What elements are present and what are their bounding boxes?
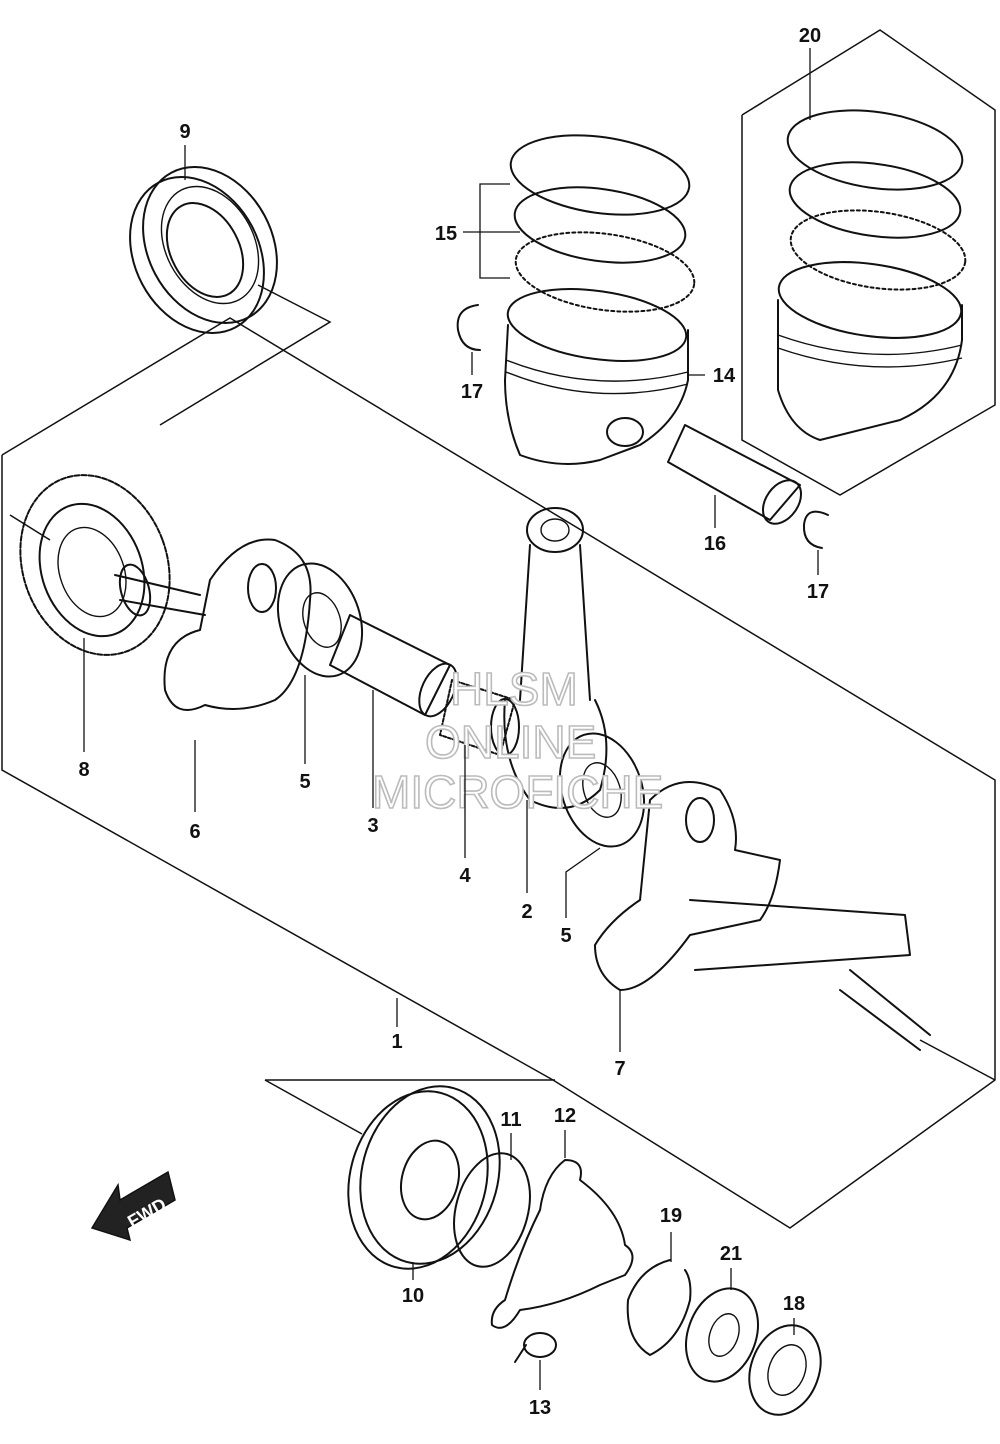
callout-14: 14 [713,365,736,387]
circlip-part-19 [626,1259,692,1356]
watermark-line-3: MICROFICHE [372,766,663,818]
washer-part-5-left [276,562,364,678]
callout-9: 9 [179,121,190,143]
piston-rings-part-15 [509,134,696,313]
circlip-part-17-right [802,510,829,549]
crank-pin-part-3 [329,614,458,718]
callout-19: 19 [660,1205,682,1227]
callout-16: 16 [704,533,726,555]
callout-4: 4 [459,865,471,887]
callout-2: 2 [521,901,532,923]
piston-set-part-20 [777,109,967,441]
needle-bearing-part-4 [439,679,520,756]
crank-right-end-line [919,1039,996,1081]
leader-lines [83,48,819,1390]
callout-15: 15 [435,223,457,245]
callout-17-right: 17 [807,581,829,603]
callout-17-left: 17 [461,381,483,403]
watermark-line-2: ONLINE [425,716,596,768]
assembly-frame-crankshaft [1,317,996,1229]
gear-part-8 [19,474,171,656]
washer-part-5-right [558,732,646,848]
callout-21: 21 [720,1243,742,1265]
callout-13: 13 [529,1397,551,1419]
callout-8: 8 [78,759,89,781]
bearing-part-9 [129,165,278,335]
ball-bearing-part-21 [685,1287,759,1383]
callout-6: 6 [189,821,200,843]
callout-20: 20 [799,25,821,47]
callout-11: 11 [500,1109,521,1131]
assembly-frame-piston-set [741,29,996,496]
callout-5-left: 5 [299,771,310,793]
callout-1: 1 [391,1031,402,1053]
oil-seal-part-18 [748,1324,822,1416]
piston-part-14 [504,288,689,465]
screw-part-13 [514,1332,557,1363]
connecting-rod-part-2 [503,507,608,809]
bearing-frame-bottom-edge [264,1079,363,1135]
watermark-line-1: HLSM [450,663,578,715]
crank-shaft-axis-line [9,514,51,541]
callout-12: 12 [554,1105,576,1127]
crank-web-part-6 [114,538,312,711]
circlip-part-17-left [456,304,481,351]
callout-10: 10 [402,1285,424,1307]
bearing-frame-top [159,284,332,426]
retainer-plate-part-12 [490,1159,634,1329]
callout-labels: 1 2 3 4 5 5 6 7 8 9 10 11 12 13 14 15 16… [78,25,829,1419]
crank-web-part-7 [594,781,931,1051]
callout-18: 18 [783,1293,805,1315]
callout-3: 3 [367,815,378,837]
piston-pin-part-16 [667,424,803,525]
callout-5-right: 5 [560,925,571,947]
seal-part-11 [453,1152,531,1268]
callout-7: 7 [614,1058,625,1080]
watermark: HLSM ONLINE MICROFICHE [371,662,664,819]
bearing-part-10 [347,1085,501,1270]
forward-direction-arrow: FWD [90,1170,176,1242]
